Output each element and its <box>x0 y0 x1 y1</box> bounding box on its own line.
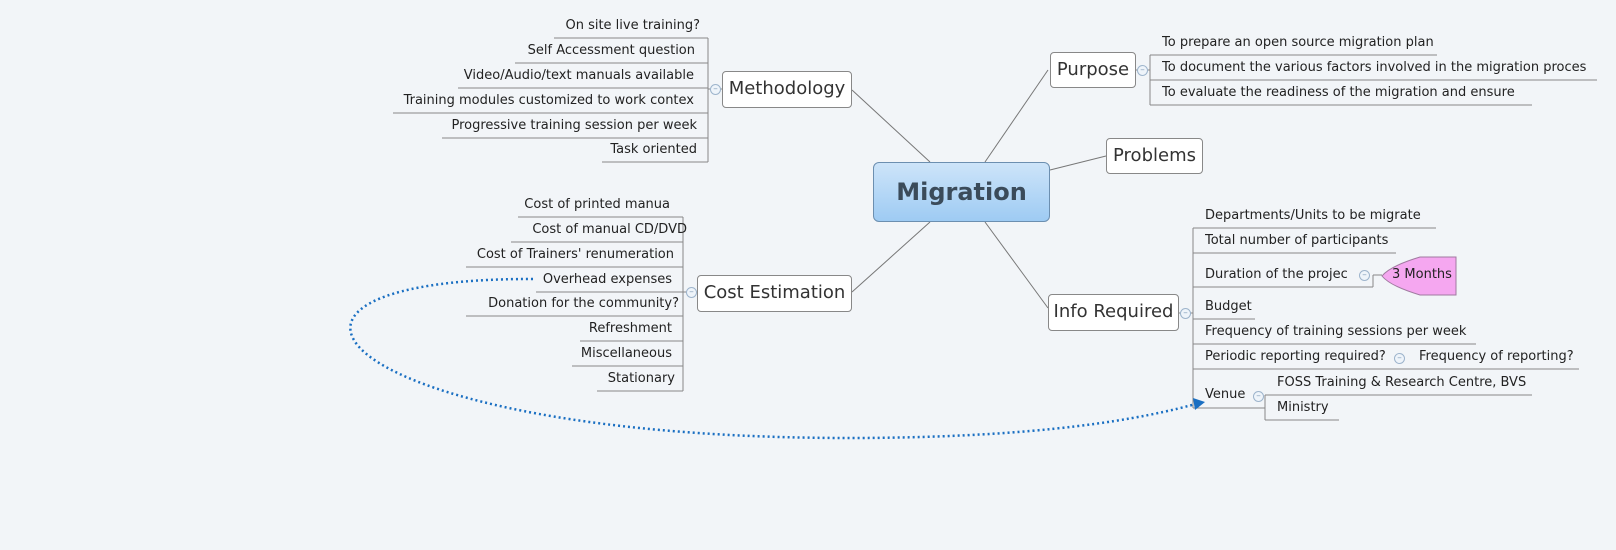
info-item[interactable]: Departments/Units to be migrate <box>1205 208 1421 223</box>
topic-methodology[interactable]: Methodology <box>722 71 852 108</box>
info-item[interactable]: Budget <box>1205 299 1252 314</box>
methodology-item[interactable]: Task oriented <box>610 142 697 157</box>
info-item-reporting[interactable]: Periodic reporting required? <box>1205 349 1386 364</box>
methodology-item[interactable]: Self Accessment question <box>527 43 695 58</box>
purpose-leaf-lines <box>1136 54 1597 106</box>
info-item-duration[interactable]: Duration of the projec <box>1205 267 1348 282</box>
branch-connectors <box>851 69 1107 309</box>
cost-item[interactable]: Miscellaneous <box>580 346 672 361</box>
info-item[interactable]: Total number of participants <box>1205 233 1389 248</box>
topic-cost-estimation[interactable]: Cost Estimation <box>697 275 852 312</box>
cost-item[interactable]: Donation for the community? <box>488 296 679 311</box>
collapse-icon[interactable] <box>1253 391 1264 402</box>
collapse-icon[interactable] <box>710 84 721 95</box>
methodology-item[interactable]: Progressive training session per week <box>451 118 697 133</box>
venue-item[interactable]: FOSS Training & Research Centre, BVS <box>1277 375 1527 390</box>
info-item-venue[interactable]: Venue <box>1205 387 1246 402</box>
connector-cost-estimation <box>851 221 931 293</box>
info-item[interactable]: Frequency of training sessions per week <box>1205 324 1467 339</box>
relationship-arrowhead <box>1193 398 1205 410</box>
collapse-icon[interactable] <box>1359 270 1370 281</box>
cost-item[interactable]: Cost of Trainers' renumeration <box>476 247 674 262</box>
methodology-item[interactable]: On site live training? <box>565 18 700 33</box>
collapse-icon[interactable] <box>1137 65 1148 76</box>
collapse-icon[interactable] <box>686 287 697 298</box>
cost-item[interactable]: Cost of manual CD/DVD <box>532 222 687 237</box>
connector-problems <box>1049 155 1107 171</box>
methodology-item[interactable]: Video/Audio/text manuals available <box>463 68 694 83</box>
cost-item[interactable]: Refreshment <box>588 321 672 336</box>
reporting-frequency-item[interactable]: Frequency of reporting? <box>1419 349 1574 364</box>
cost-item[interactable]: Stationary <box>607 371 675 386</box>
collapse-icon[interactable] <box>1394 353 1405 364</box>
topic-problems[interactable]: Problems <box>1106 138 1203 174</box>
topic-purpose[interactable]: Purpose <box>1050 52 1136 88</box>
purpose-item[interactable]: To document the various factors involved… <box>1162 60 1587 75</box>
purpose-item[interactable]: To evaluate the readiness of the migrati… <box>1162 85 1515 100</box>
purpose-item[interactable]: To prepare an open source migration plan <box>1162 35 1434 50</box>
collapse-icon[interactable] <box>1180 308 1191 319</box>
duration-callout-shape <box>1381 256 1457 296</box>
connector-methodology <box>851 89 931 163</box>
connector-info-required <box>984 221 1049 309</box>
central-topic[interactable]: Migration <box>873 162 1050 222</box>
cost-item-overhead[interactable]: Overhead expenses <box>542 272 672 287</box>
topic-info-required[interactable]: Info Required <box>1048 294 1179 331</box>
duration-value[interactable]: 3 Months <box>1392 267 1452 282</box>
venue-item[interactable]: Ministry <box>1277 400 1329 415</box>
connector-purpose <box>984 69 1049 163</box>
methodology-item[interactable]: Training modules customized to work cont… <box>403 93 694 108</box>
cost-item[interactable]: Cost of printed manua <box>524 197 670 212</box>
